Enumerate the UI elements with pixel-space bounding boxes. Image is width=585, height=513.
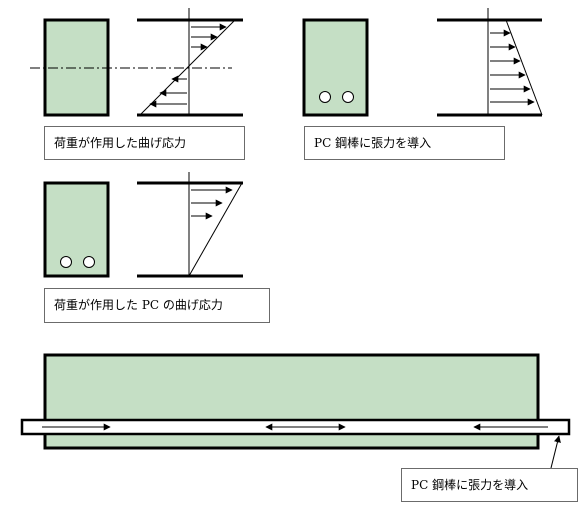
beam-elevation xyxy=(20,353,571,469)
panel-pc-tension xyxy=(302,8,543,117)
pc-bar-circle xyxy=(83,256,95,268)
callout-leader xyxy=(550,435,561,469)
beam-section-3 xyxy=(43,181,110,278)
stress-diagram-1 xyxy=(137,8,243,117)
pc-bar-circle xyxy=(60,256,72,268)
pc-bar-circle xyxy=(319,91,331,103)
caption-load-bending-stress: 荷重が作用した曲げ応力 xyxy=(44,126,245,160)
caption-beam-callout: PC 鋼棒に張力を導入 xyxy=(401,468,578,502)
caption-pc-tension-intro: PC 鋼棒に張力を導入 xyxy=(304,126,505,160)
pc-bar-circle xyxy=(342,91,354,103)
panel-load-bending xyxy=(30,8,243,117)
stress-diagram-3 xyxy=(137,172,243,278)
beam-section-2 xyxy=(302,18,369,117)
stress-diagram-2 xyxy=(437,8,543,117)
panel-load-pc-bending xyxy=(43,172,243,278)
caption-load-pc-bending-stress: 荷重が作用した PC の曲げ応力 xyxy=(44,288,270,323)
